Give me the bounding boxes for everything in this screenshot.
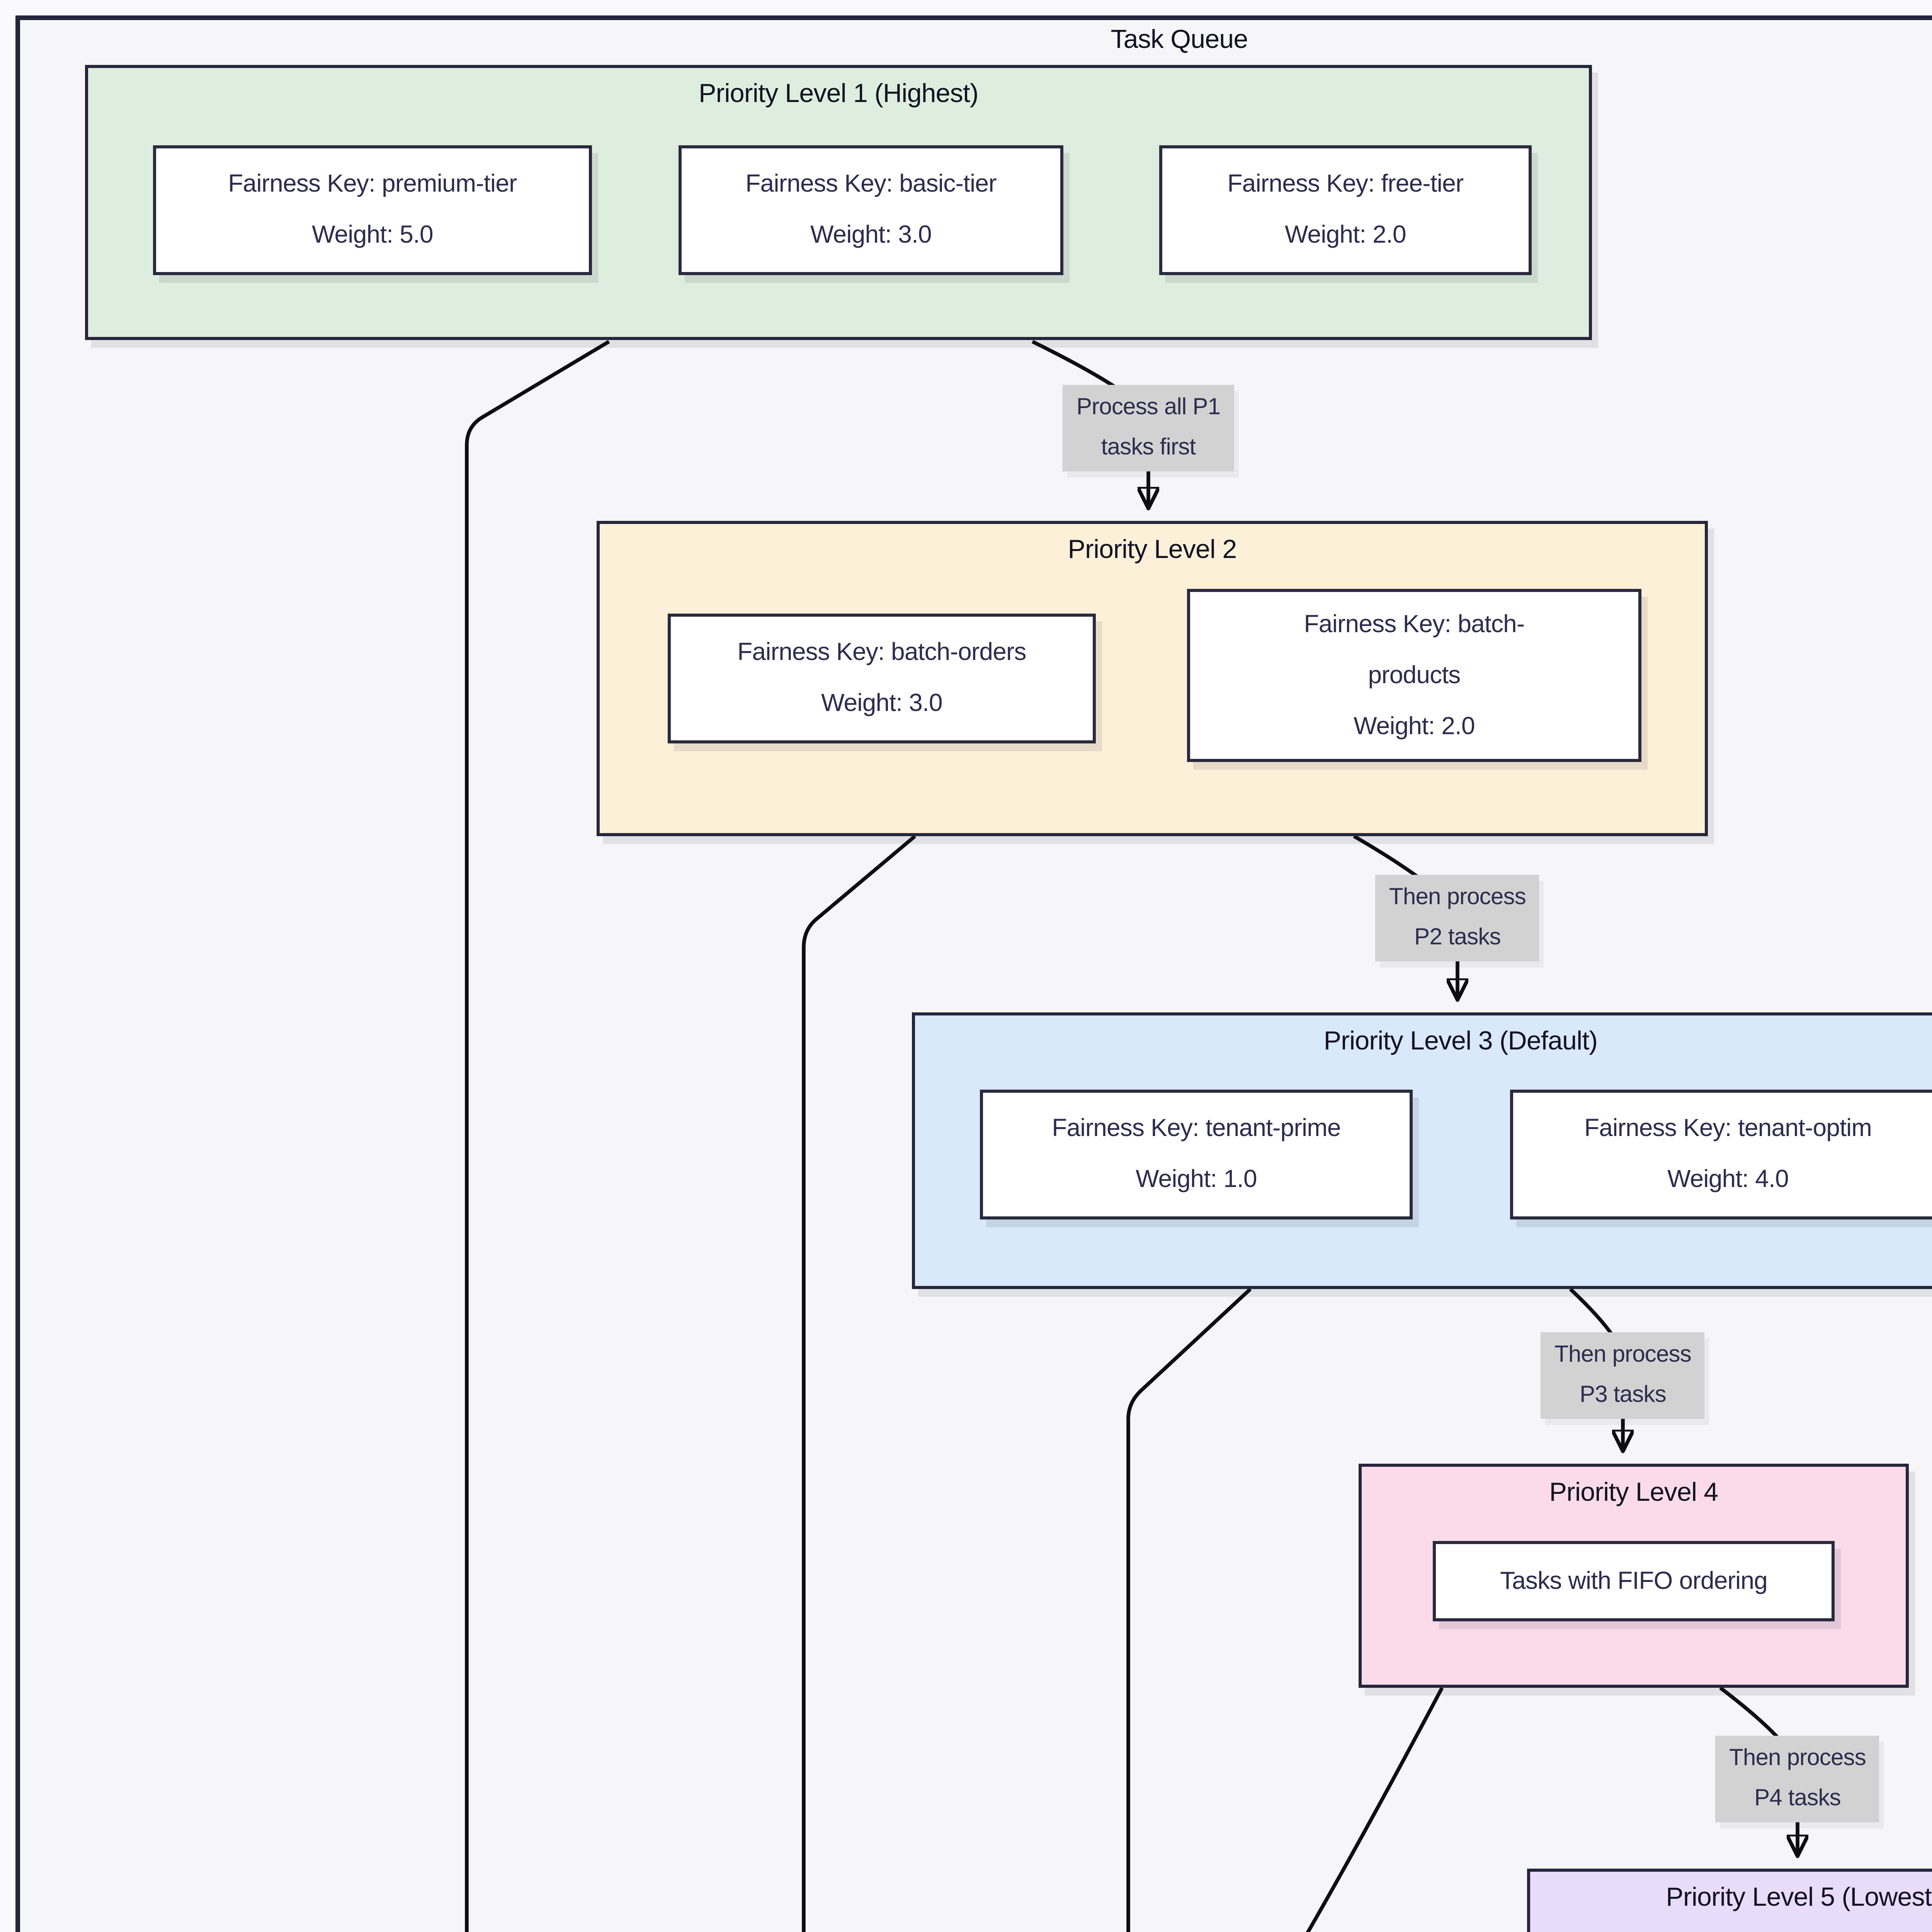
fairness-node-basic-tier: Fairness Key: basic-tier Weight: 3.0 [679, 145, 1063, 275]
fairness-node-batch-products: Fairness Key: batch- products Weight: 2.… [1187, 589, 1641, 762]
priority-level-1: Priority Level 1 (Highest) Fairness Key:… [85, 65, 1592, 340]
edge-label-process-p1: Process all P1 tasks first [1062, 385, 1235, 471]
fairness-key-label: Fairness Key: batch- [1304, 611, 1525, 638]
fairness-node-free-tier: Fairness Key: free-tier Weight: 2.0 [1159, 145, 1532, 275]
fairness-key-label: Fairness Key: premium-tier [228, 172, 517, 198]
weight-label: Weight: 3.0 [810, 223, 932, 249]
weight-label: Weight: 1.0 [1136, 1167, 1257, 1193]
priority-level-4: Priority Level 4 Tasks with FIFO orderin… [1359, 1464, 1909, 1688]
edge-label-process-p2: Then process P2 tasks [1375, 875, 1540, 961]
priority-level-5-title: Priority Level 5 (Lowest) [1666, 1883, 1932, 1912]
fairness-node-tenant-optim: Fairness Key: tenant-optim Weight: 4.0 [1510, 1090, 1932, 1219]
edge-label-process-p4: Then process P4 tasks [1715, 1736, 1880, 1822]
fairness-key-label: Fairness Key: batch-orders [737, 640, 1026, 666]
priority-level-2-title: Priority Level 2 [1068, 535, 1237, 564]
weight-label: Weight: 4.0 [1667, 1167, 1789, 1193]
priority-level-5: Priority Level 5 (Lowest) Tasks with FIF… [1527, 1869, 1932, 1932]
fairness-key-label: Fairness Key: tenant-optim [1584, 1116, 1872, 1142]
weight-label: Weight: 2.0 [1354, 713, 1475, 740]
weight-label: Weight: 3.0 [821, 691, 943, 717]
edge-label-process-p3: Then process P3 tasks [1541, 1332, 1705, 1419]
fifo-node-p4: Tasks with FIFO ordering [1433, 1541, 1835, 1621]
fairness-key-label: Fairness Key: basic-tier [745, 172, 997, 198]
priority-level-4-title: Priority Level 4 [1549, 1478, 1719, 1507]
fairness-key-label-wrap: products [1368, 662, 1461, 689]
fifo-label: Tasks with FIFO ordering [1500, 1568, 1768, 1594]
fairness-key-label: Fairness Key: free-tier [1227, 172, 1464, 198]
priority-level-3-title: Priority Level 3 (Default) [1323, 1026, 1598, 1056]
fairness-key-label: Fairness Key: tenant-prime [1052, 1116, 1341, 1142]
task-queue-title: Task Queue [1111, 25, 1248, 54]
fairness-node-tenant-prime: Fairness Key: tenant-prime Weight: 1.0 [980, 1090, 1413, 1219]
fairness-node-batch-orders: Fairness Key: batch-orders Weight: 3.0 [668, 614, 1096, 743]
priority-level-3: Priority Level 3 (Default) Fairness Key:… [912, 1012, 1932, 1289]
weight-label: Weight: 2.0 [1285, 223, 1406, 249]
fairness-node-premium-tier: Fairness Key: premium-tier Weight: 5.0 [153, 145, 592, 275]
priority-level-1-title: Priority Level 1 (Highest) [699, 79, 978, 108]
weight-label: Weight: 5.0 [312, 223, 434, 249]
priority-level-2: Priority Level 2 Fairness Key: batch-ord… [597, 521, 1708, 836]
